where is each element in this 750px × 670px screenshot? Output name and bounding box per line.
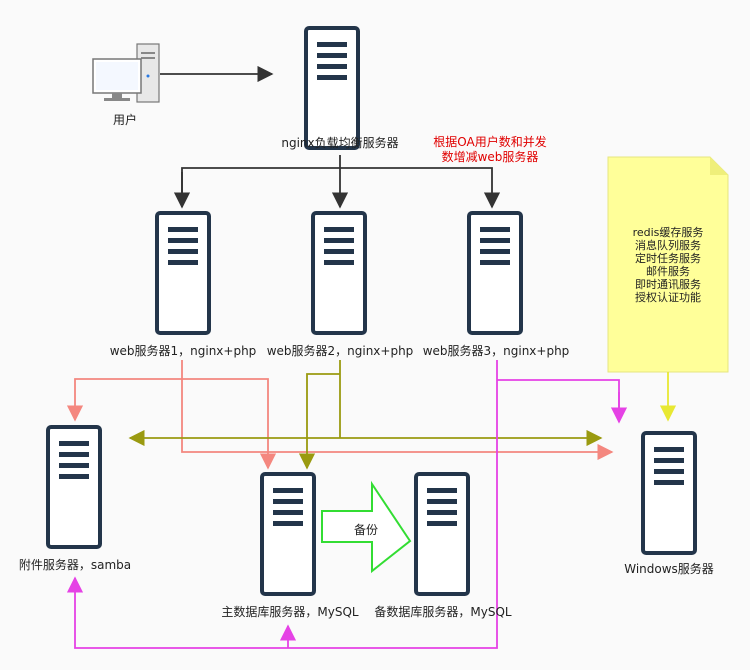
user-computer-icon (92, 43, 160, 103)
backup-arrow-label: 备份 (353, 523, 379, 537)
olive-connectors (128, 360, 603, 470)
master-db-label: 主数据库服务器，MySQL (221, 605, 359, 619)
black-connectors (160, 65, 501, 209)
attachment-server-label: 附件服务器，samba (18, 558, 132, 572)
web-server-2-icon (311, 211, 367, 335)
backup-db-server-icon (414, 472, 470, 596)
web-server-3-label: web服务器3，nginx+php (422, 344, 570, 358)
sticky-note (607, 156, 729, 373)
nginx-server-icon (304, 26, 360, 150)
backup-arrow (321, 480, 412, 574)
web-server-1-icon (155, 211, 211, 335)
web-server-1-label: web服务器1，nginx+php (109, 344, 257, 358)
scaling-note: 根据OA用户数和并发 数增减web服务器 (433, 135, 546, 165)
salmon-connectors (66, 360, 614, 470)
attachment-server-icon (46, 425, 102, 549)
nginx-label: nginx负载均衡服务器 (281, 136, 399, 150)
web-server-3-icon (467, 211, 523, 335)
sticky-line-redis: redis缓存服务 (632, 226, 704, 239)
web-server-2-label: web服务器2，nginx+php (266, 344, 414, 358)
magenta-connectors (66, 360, 628, 649)
scaling-note-line-1: 根据OA用户数和并发 (433, 135, 547, 149)
backup-db-label: 备数据库服务器，MySQL (374, 605, 512, 619)
sticky-line-auth: 授权认证功能 (634, 291, 701, 304)
sticky-line-mail: 邮件服务 (645, 265, 690, 278)
sticky-line-cron: 定时任务服务 (634, 252, 701, 265)
scaling-note-line-2: 数增减web服务器 (441, 150, 539, 164)
windows-server-icon (641, 431, 697, 555)
master-db-server-icon (260, 472, 316, 596)
sticky-line-im: 即时通讯服务 (634, 278, 701, 291)
user-label: 用户 (112, 113, 138, 127)
sticky-note-text: redis缓存服务 消息队列服务 定时任务服务 邮件服务 即时通讯服务 授权认证… (633, 226, 704, 304)
windows-server-label: Windows服务器 (624, 562, 714, 576)
sticky-line-mq: 消息队列服务 (634, 239, 701, 252)
